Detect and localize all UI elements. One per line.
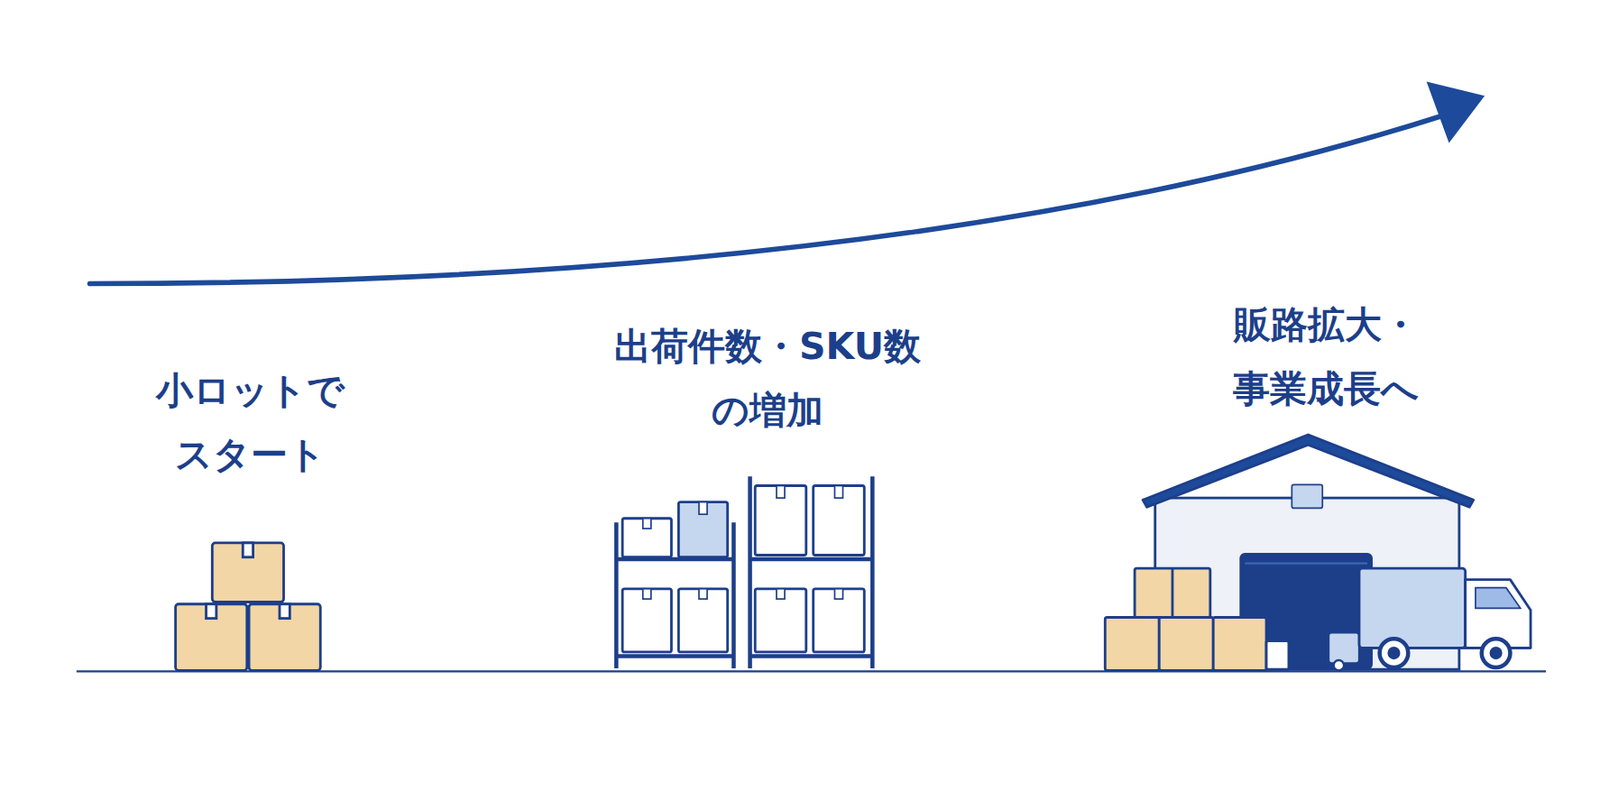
- stage-label: 小ロットで スタート: [128, 358, 372, 487]
- delivery-truck: [1359, 568, 1531, 668]
- stage-label: 販路拡大・ 事業成長へ: [1190, 293, 1462, 421]
- storage-racks: [616, 476, 873, 669]
- growth-arrow: [90, 114, 1448, 285]
- small-box-stack: [175, 542, 322, 671]
- warehouse-boxes: [1104, 568, 1289, 671]
- stage-label: 出荷件数・SKU数 の増加: [587, 314, 948, 442]
- arrow-head: [1426, 82, 1485, 144]
- forklift: [1326, 627, 1360, 672]
